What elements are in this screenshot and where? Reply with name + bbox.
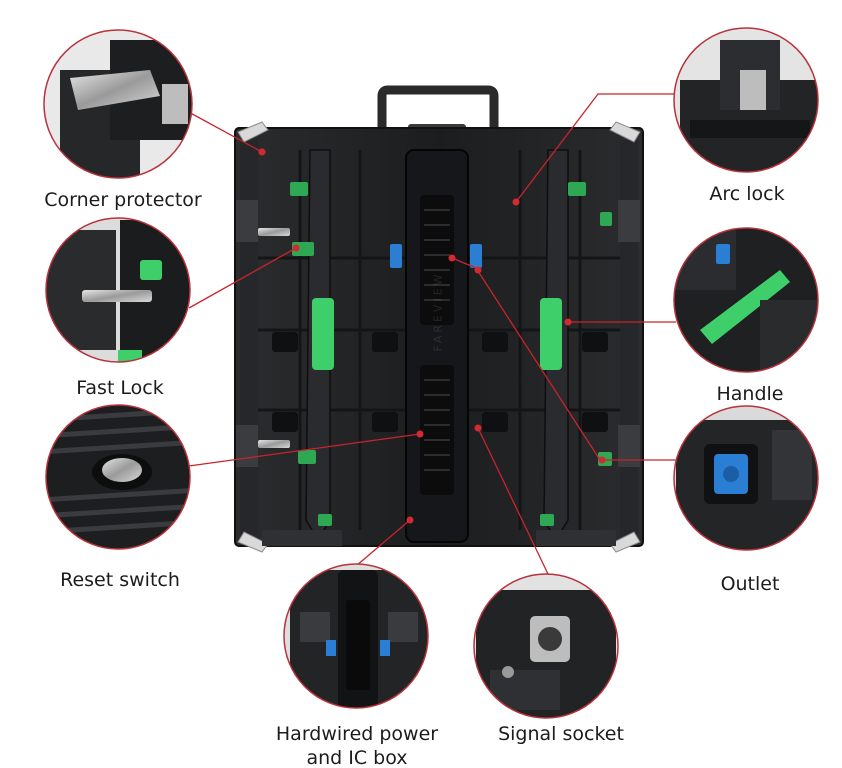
watermark-text: FAREVIEW bbox=[431, 271, 445, 352]
label-corner-protector: Corner protector bbox=[44, 189, 202, 211]
green-handle-right bbox=[540, 298, 562, 370]
detail-circle-signal-socket bbox=[473, 573, 619, 719]
label-reset-switch: Reset switch bbox=[60, 569, 180, 591]
label-hardwired-line1: Hardwired power bbox=[275, 723, 439, 745]
green-handle-left bbox=[312, 298, 334, 370]
detail-circle-fast-lock bbox=[45, 217, 191, 363]
detail-circle-arc-lock bbox=[673, 27, 819, 173]
led-cabinet bbox=[234, 85, 644, 553]
detail-circle-outlet bbox=[673, 405, 819, 551]
label-arc-lock: Arc lock bbox=[709, 183, 785, 205]
detail-circle-reset-switch bbox=[45, 404, 191, 550]
detail-circle-hardwired-power bbox=[283, 563, 429, 709]
label-outlet: Outlet bbox=[720, 573, 780, 595]
detail-circle-handle bbox=[673, 227, 819, 373]
label-handle: Handle bbox=[716, 383, 784, 405]
detail-circle-corner-protector bbox=[43, 29, 193, 179]
callout-lines bbox=[184, 93, 676, 575]
label-fast-lock: Fast Lock bbox=[76, 377, 164, 399]
callout-dots bbox=[258, 148, 606, 524]
top-carry-handle bbox=[377, 85, 499, 128]
label-signal-socket: Signal socket bbox=[498, 723, 624, 745]
label-hardwired-power: Hardwired power and IC box bbox=[262, 722, 452, 768]
label-hardwired-line2: and IC box bbox=[306, 747, 408, 768]
